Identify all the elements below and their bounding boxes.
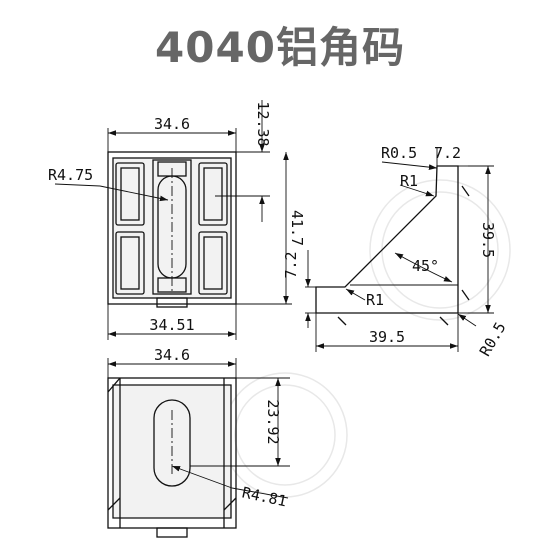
front-height-top-label: 12.38 bbox=[254, 101, 272, 146]
side-height-label: 39.5 bbox=[479, 222, 497, 258]
front-tab bbox=[156, 297, 188, 308]
center-channel bbox=[152, 159, 192, 295]
front-view: 34.6 12.38 41.7 34.51 R4.75 bbox=[48, 100, 306, 340]
side-base-length-label: 39.5 bbox=[369, 328, 405, 346]
left-lower-slot bbox=[115, 231, 145, 295]
front-radius-label: R4.75 bbox=[48, 166, 93, 184]
bottom-tab bbox=[156, 527, 188, 538]
right-lower-slot bbox=[198, 231, 228, 295]
front-top-width-label: 34.6 bbox=[154, 115, 190, 133]
left-upper-slot bbox=[115, 162, 145, 226]
side-tip-radius-label: R0.5 bbox=[381, 144, 417, 162]
side-angle-label: 45° bbox=[412, 257, 439, 275]
front-bottom-width-label: 34.51 bbox=[149, 316, 194, 334]
bottom-radius-label: R4.81 bbox=[240, 483, 288, 510]
side-base-thickness-label: 7.2 bbox=[282, 251, 300, 278]
side-view: R0.5 7.2 R1 39.5 7.2 45° R1 39.5 R0.5 bbox=[282, 144, 510, 359]
watermark bbox=[222, 179, 511, 498]
side-inner-radius-bottom-label: R1 bbox=[366, 291, 384, 309]
side-tip-thickness-label: 7.2 bbox=[434, 144, 461, 162]
bottom-width-label: 34.6 bbox=[154, 346, 190, 364]
side-base-radius-label: R0.5 bbox=[476, 319, 510, 359]
page-title: 4040铝角码 bbox=[155, 23, 405, 72]
front-outline bbox=[107, 151, 237, 305]
bottom-oval-slot bbox=[153, 399, 191, 487]
bottom-slot-offset-label: 23.92 bbox=[264, 399, 282, 444]
side-profile bbox=[315, 165, 459, 314]
front-height-label: 41.7 bbox=[288, 210, 306, 246]
bottom-view: 34.6 23.92 R4.81 bbox=[107, 346, 290, 538]
side-inner-radius-top-label: R1 bbox=[400, 172, 418, 190]
right-upper-slot bbox=[198, 162, 228, 226]
